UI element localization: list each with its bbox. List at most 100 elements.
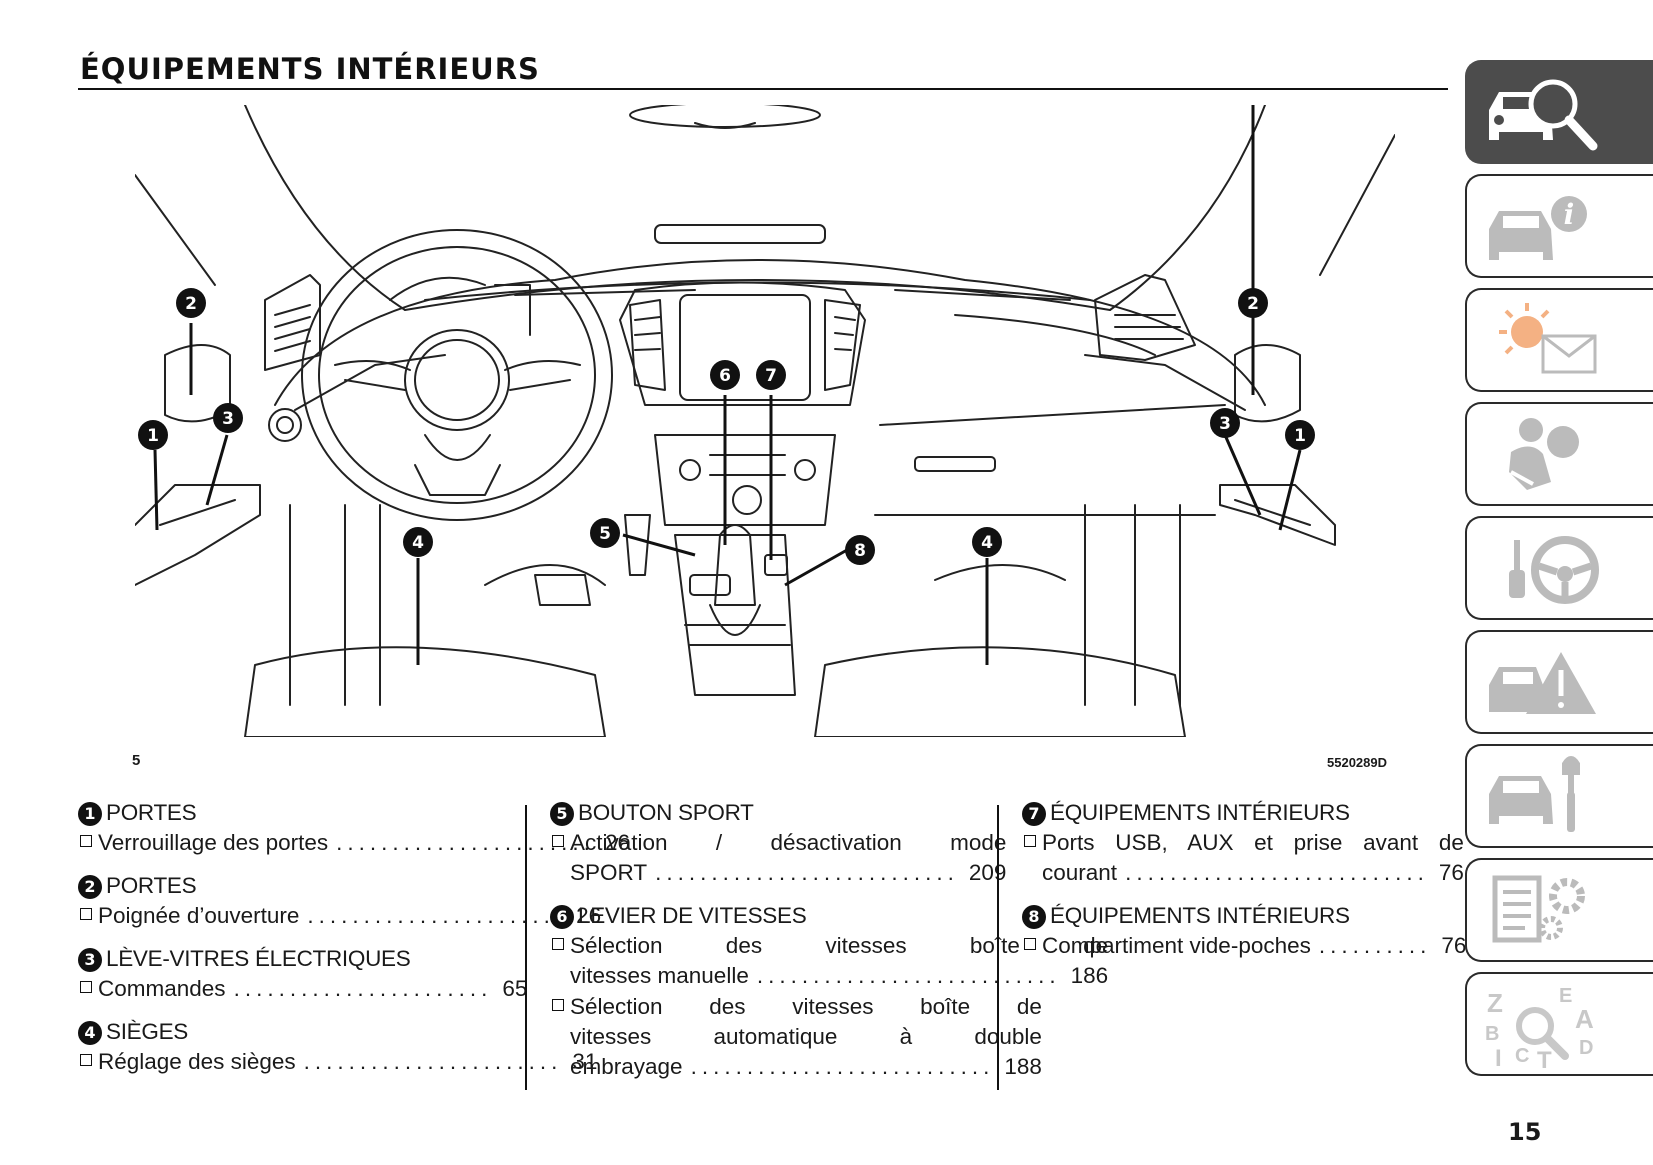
toc-item[interactable]: Ports USB, AUX et prise avant de courant…	[1022, 828, 1464, 888]
svg-text:2: 2	[1247, 294, 1259, 314]
svg-text:Z: Z	[1487, 988, 1503, 1018]
section-number-badge: 6	[550, 904, 574, 929]
section-number-badge: 1	[78, 801, 102, 826]
svg-text:1: 1	[147, 426, 159, 446]
tab-getting-to-know[interactable]	[1465, 60, 1653, 164]
tab-maintenance[interactable]	[1465, 744, 1653, 848]
figure-number: 5	[132, 752, 141, 769]
checkbox-bullet-icon	[80, 981, 92, 993]
callout-8: 8	[845, 535, 875, 565]
toc-item[interactable]: Commandes.......................65	[78, 974, 527, 1004]
tab-lights[interactable]	[1465, 288, 1653, 392]
checkbox-bullet-icon	[80, 835, 92, 847]
svg-text:I: I	[1495, 1045, 1502, 1068]
tab-index[interactable]: Z E A B D I C T	[1465, 972, 1653, 1076]
svg-text:D: D	[1579, 1037, 1593, 1059]
toc-item[interactable]: Sélection des vitesses boîte de vitesses…	[550, 931, 1108, 991]
tab-technical[interactable]	[1465, 858, 1653, 962]
svg-text:6: 6	[719, 366, 731, 386]
svg-text:4: 4	[981, 533, 993, 553]
page-ref[interactable]: 76	[1441, 933, 1467, 958]
key-steering-icon	[1509, 536, 1599, 604]
svg-text:1: 1	[1294, 426, 1306, 446]
page-ref[interactable]: 65	[502, 976, 528, 1001]
checkbox-bullet-icon	[1024, 938, 1036, 950]
svg-text:B: B	[1485, 1023, 1499, 1045]
page-ref[interactable]: 26	[576, 903, 602, 928]
page-ref[interactable]: 76	[1438, 860, 1464, 885]
checkbox-bullet-icon	[552, 835, 564, 847]
tab-safety[interactable]	[1465, 402, 1653, 506]
section-number-badge: 7	[1022, 801, 1046, 826]
section-title: ÉQUIPEMENTS INTÉRIEURS	[1050, 903, 1350, 929]
toc-item[interactable]: Réglage des sièges......................…	[78, 1047, 597, 1077]
page-ref[interactable]: 188	[1004, 1054, 1042, 1079]
toc-item[interactable]: Activation / désactivation mode SPORT...…	[550, 828, 1006, 888]
callout-6: 6	[710, 360, 740, 390]
tab-emergency[interactable]	[1465, 630, 1653, 734]
section-title: LÈVE-VITRES ÉLECTRIQUES	[106, 946, 411, 972]
svg-text:4: 4	[412, 533, 424, 553]
svg-text:3: 3	[1219, 414, 1231, 434]
callout-2-right: 2	[1238, 288, 1268, 318]
page-ref[interactable]: 186	[1070, 963, 1109, 988]
airbag-icon	[1509, 418, 1579, 490]
toc-item[interactable]: Poignée d’ouverture.....................…	[78, 901, 601, 931]
toc-item[interactable]: Compartiment vide-poches..........76	[1022, 931, 1466, 961]
car-search-icon	[1489, 79, 1598, 151]
svg-text:E: E	[1559, 985, 1572, 1007]
checkbox-bullet-icon	[80, 908, 92, 920]
list-gear-icon	[1492, 875, 1585, 943]
page-ref[interactable]: 26	[604, 830, 630, 855]
page-title: ÉQUIPEMENTS INTÉRIEURS	[80, 52, 540, 86]
checkbox-bullet-icon	[80, 1054, 92, 1066]
callout-4-left: 4	[403, 527, 433, 557]
section-title: LEVIER DE VITESSES	[578, 903, 807, 929]
callout-3-left: 3	[213, 403, 243, 433]
section-number-badge: 8	[1022, 904, 1046, 929]
callout-4-right: 4	[972, 527, 1002, 557]
alphabet-index-icon: Z E A B D I C T	[1485, 985, 1594, 1068]
column-divider	[525, 805, 527, 1090]
section-title: ÉQUIPEMENTS INTÉRIEURS	[1050, 800, 1350, 826]
car-info-icon: i	[1489, 196, 1587, 260]
tab-dashboard[interactable]: i	[1465, 174, 1653, 278]
section-number-badge: 2	[78, 874, 102, 899]
page-ref[interactable]: 209	[968, 860, 1007, 885]
svg-text:2: 2	[185, 294, 197, 314]
toc-item[interactable]: Sélection des vitesses boîte de vitesses…	[550, 992, 1042, 1082]
svg-text:A: A	[1575, 1004, 1594, 1034]
dashboard-illustration: 2 1 3 4 5 6 7 8 4 2 3 1	[135, 105, 1395, 737]
svg-text:i: i	[1564, 198, 1575, 231]
checkbox-bullet-icon	[552, 999, 564, 1011]
section-title: PORTES	[106, 800, 197, 826]
callout-1-left: 1	[138, 420, 168, 450]
page-ref[interactable]: 31	[572, 1049, 598, 1074]
callout-2-left: 2	[176, 288, 206, 318]
toc-item[interactable]: Verrouillage des portes.................…	[78, 828, 630, 858]
tab-starting[interactable]	[1465, 516, 1653, 620]
light-message-icon	[1499, 303, 1597, 374]
svg-text:C: C	[1515, 1045, 1529, 1067]
section-title: SIÈGES	[106, 1019, 188, 1045]
svg-text:8: 8	[854, 541, 866, 561]
svg-text:T: T	[1537, 1047, 1552, 1068]
section-number-badge: 5	[550, 801, 574, 826]
callout-5: 5	[590, 518, 620, 548]
section-number-badge: 3	[78, 947, 102, 972]
callout-7: 7	[756, 360, 786, 390]
figure-code: 5520289D	[1327, 755, 1387, 770]
section-title: PORTES	[106, 873, 197, 899]
callout-3-right: 3	[1210, 408, 1240, 438]
